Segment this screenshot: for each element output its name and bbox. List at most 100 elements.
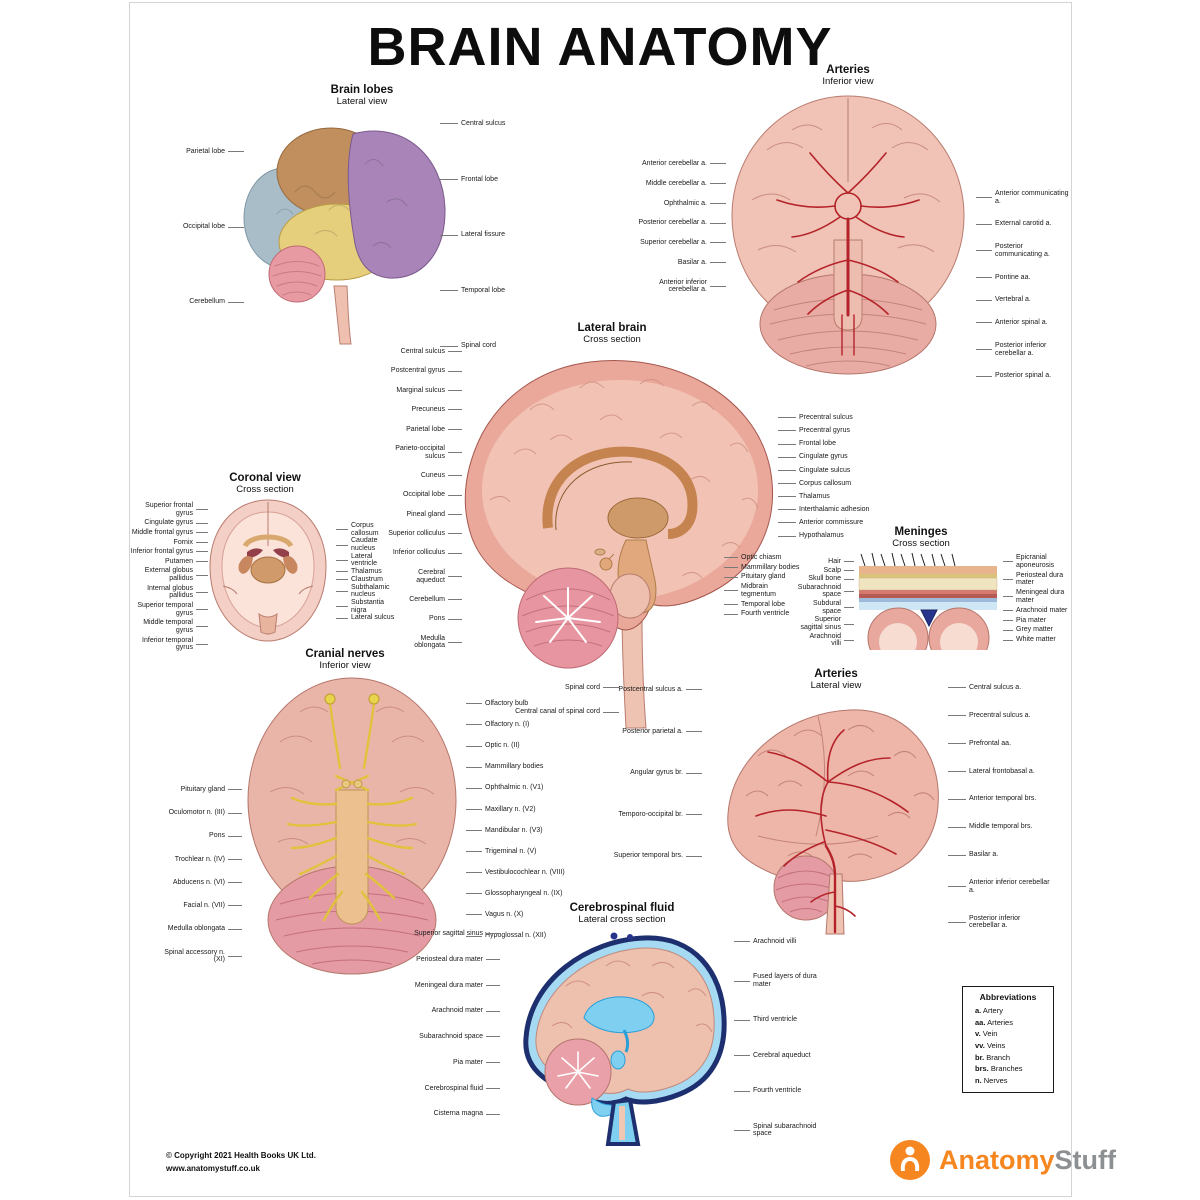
- diagram-label: Temporal lobe: [440, 287, 562, 295]
- leader-line: [948, 770, 966, 772]
- diagram-label-text: Arachnoid mater: [431, 1007, 483, 1015]
- diagram-label-text: Caudate nucleus: [351, 537, 378, 553]
- diagram-label-text: Ophthalmic n. (V1): [485, 784, 544, 792]
- leader-line: [466, 808, 482, 810]
- diagram-label: Superior temporal brs.: [608, 852, 702, 860]
- section-heading-brain-lobes: Brain lobes Lateral view: [331, 84, 394, 108]
- abbreviation-item: v. Vein: [975, 1029, 998, 1039]
- diagram-label: Parietal lobe: [152, 148, 244, 156]
- leader-line: [976, 250, 992, 252]
- leader-line: [1003, 629, 1013, 631]
- leader-line: [686, 814, 702, 816]
- leader-line: [486, 984, 500, 986]
- diagram-label: Prefrontal aa.: [948, 740, 1050, 748]
- diagram-label: Pontine aa.: [976, 274, 1070, 282]
- leader-line: [976, 322, 992, 324]
- diagram-label: Vagus n. (X): [466, 911, 578, 919]
- diagram-label: Pia mater: [1003, 617, 1069, 625]
- diagram-label: Ophthalmic n. (V1): [466, 784, 578, 792]
- diagram-label-text: Cingulate gyrus: [799, 453, 848, 461]
- diagram-label: Subarachnoid space: [798, 584, 854, 599]
- leader-line: [778, 483, 796, 485]
- leader-line: [778, 522, 796, 524]
- diagram-label-text: Temporal lobe: [741, 600, 785, 608]
- leader-line: [466, 872, 482, 874]
- leader-line: [710, 163, 726, 165]
- section-subtitle: Cross section: [892, 538, 950, 550]
- diagram-label: Mammillary bodies: [466, 763, 578, 771]
- diagram-label: Periosteal dura mater: [1003, 572, 1069, 587]
- diagram-label: Precuneus: [388, 406, 462, 414]
- leader-line: [228, 859, 242, 860]
- leader-line: [724, 590, 738, 592]
- label-column: Anterior cerebellar a.Middle cerebellar …: [634, 160, 726, 294]
- diagram-label: Substantia nigra: [336, 599, 400, 614]
- diagram-label-text: Marginal sulcus: [396, 386, 445, 394]
- diagram-label-text: Vertebral a.: [995, 296, 1031, 304]
- section-subtitle: Lateral cross section: [578, 914, 666, 926]
- leader-line: [448, 475, 462, 477]
- diagram-label: Cisterna magna: [414, 1110, 500, 1118]
- diagram-label-text: Thalamus: [799, 492, 830, 500]
- diagram-label: Skull bone: [798, 575, 854, 583]
- diagram-label-text: Frontal lobe: [799, 440, 836, 448]
- leader-line: [948, 687, 966, 689]
- diagram-label-text: Arachnoid villi: [753, 938, 797, 945]
- diagram-label-text: Thalamus: [351, 568, 382, 576]
- leader-line: [448, 576, 462, 577]
- diagram-label: Claustrum: [336, 576, 400, 584]
- leader-line: [228, 955, 242, 957]
- diagram-label-text: Fourth ventricle: [753, 1087, 802, 1095]
- diagram-label: Lateral ventricle: [336, 553, 400, 568]
- diagram-label: Middle frontal gyrus: [128, 529, 208, 537]
- diagram-label: Anterior commissure: [778, 519, 882, 527]
- leader-line: [228, 151, 244, 153]
- leader-line: [710, 202, 726, 204]
- section-title: Coronal view: [229, 472, 301, 484]
- diagram-label-text: Temporal lobe: [461, 286, 505, 294]
- diagram-label-text: Optic chiasm: [741, 554, 782, 561]
- leader-line: [336, 529, 348, 531]
- diagram-label: Hair: [798, 558, 854, 566]
- diagram-label: Central sulcus a.: [948, 684, 1050, 692]
- leader-line: [710, 242, 726, 244]
- diagram-label-text: Posterior cerebellar a.: [638, 219, 707, 227]
- leader-line: [778, 496, 796, 498]
- leader-line: [448, 452, 462, 454]
- diagram-label: Mandibular n. (V3): [466, 827, 578, 835]
- diagram-label: Internal globus pallidus: [128, 585, 208, 600]
- diagram-label-text: Precentral sulcus: [799, 414, 853, 421]
- leader-line: [466, 851, 482, 853]
- copyright-line-1: © Copyright 2021 Health Books UK Ltd.: [166, 1151, 316, 1160]
- diagram-label: Pituitary gland: [156, 786, 242, 794]
- diagram-label: Corpus callosum: [778, 480, 882, 488]
- diagram-label-text: Superior sagittal sinus: [414, 930, 483, 937]
- leader-line: [486, 1036, 500, 1038]
- diagram-label: Spinal subarachnoid space: [734, 1123, 830, 1138]
- diagram-label: Vertebral a.: [976, 296, 1070, 304]
- leader-line: [448, 390, 462, 392]
- diagram-label: Cerebellum: [152, 298, 244, 306]
- diagram-label-text: Mammillary bodies: [485, 763, 544, 771]
- diagram-label: Posterior spinal a.: [976, 372, 1070, 380]
- diagram-label: Midbrain tegmentum: [724, 583, 802, 598]
- leader-line: [686, 689, 702, 691]
- section-heading-meninges: Meninges Cross section: [892, 526, 950, 550]
- diagram-label: Spinal cord: [440, 342, 562, 350]
- diagram-label: Caudate nucleus: [336, 537, 400, 552]
- section-title: Cranial nerves: [305, 648, 385, 660]
- section-heading-lateral-brain: Lateral brain Cross section: [577, 322, 646, 346]
- leader-line: [778, 430, 796, 432]
- leader-line: [486, 959, 500, 961]
- diagram-label: Anterior cerebellar a.: [634, 160, 726, 168]
- diagram-label: External carotid a.: [976, 220, 1070, 228]
- leader-line: [486, 1113, 500, 1115]
- diagram-label: Subthalamic nucleus: [336, 584, 400, 599]
- diagram-label: Superior colliculus: [388, 530, 462, 538]
- logo-wordmark: AnatomyStuff: [939, 1145, 1116, 1176]
- diagram-label-text: External globus pallidus: [144, 567, 193, 583]
